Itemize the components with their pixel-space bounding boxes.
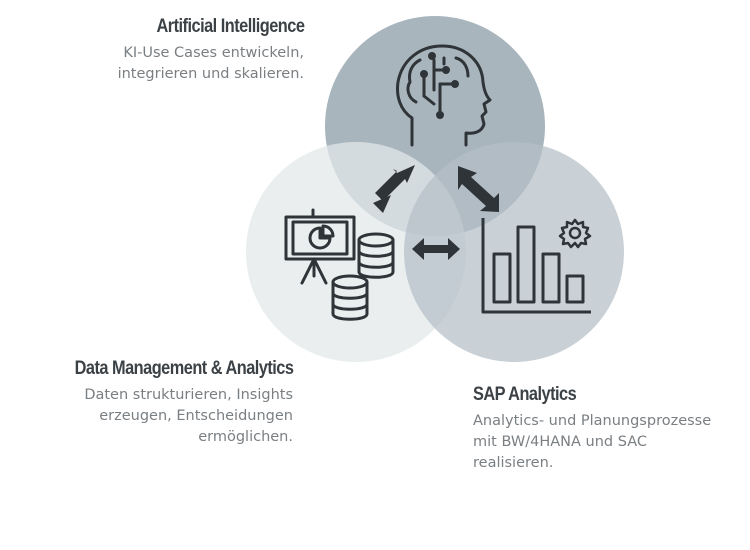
ai-text-block: Artificial Intelligence KI-Use Cases ent… bbox=[117, 16, 305, 85]
ai-description-line: KI-Use Cases entwickeln, bbox=[123, 45, 304, 61]
brain-head-icon bbox=[396, 44, 492, 147]
circle-sap-analytics bbox=[404, 142, 624, 362]
data-management-description-line: ermöglichen. bbox=[198, 429, 293, 445]
sap-analytics-description-line: Analytics- und Planungsprozesse bbox=[473, 413, 712, 429]
sap-analytics-description-line: mit BW/4HANA und SAC bbox=[473, 434, 647, 450]
data-management-description-line: erzeugen, Entscheidungen bbox=[99, 408, 293, 424]
sap-analytics-title: SAP Analytics bbox=[473, 384, 577, 405]
double-arrow-diagonal-down-left bbox=[372, 165, 415, 213]
data-management-text-block: Data Management & Analytics Daten strukt… bbox=[39, 358, 293, 448]
sap-analytics-text-block: SAP Analytics Analytics- und Planungspro… bbox=[473, 384, 711, 474]
double-arrow-horizontal bbox=[412, 238, 460, 260]
ai-title: Artificial Intelligence bbox=[156, 16, 304, 37]
circle-data-management bbox=[246, 142, 466, 362]
bar-chart-gear-icon bbox=[481, 218, 592, 314]
sap-analytics-description-line: realisieren. bbox=[473, 455, 554, 471]
data-management-title: Data Management & Analytics bbox=[74, 358, 293, 379]
ai-description-line: integrieren und skalieren. bbox=[117, 66, 304, 82]
double-arrow-diagonal-down-right bbox=[458, 166, 499, 212]
presentation-database-icon bbox=[284, 208, 395, 321]
data-management-description-line: Daten strukturieren, Insights bbox=[84, 387, 293, 403]
